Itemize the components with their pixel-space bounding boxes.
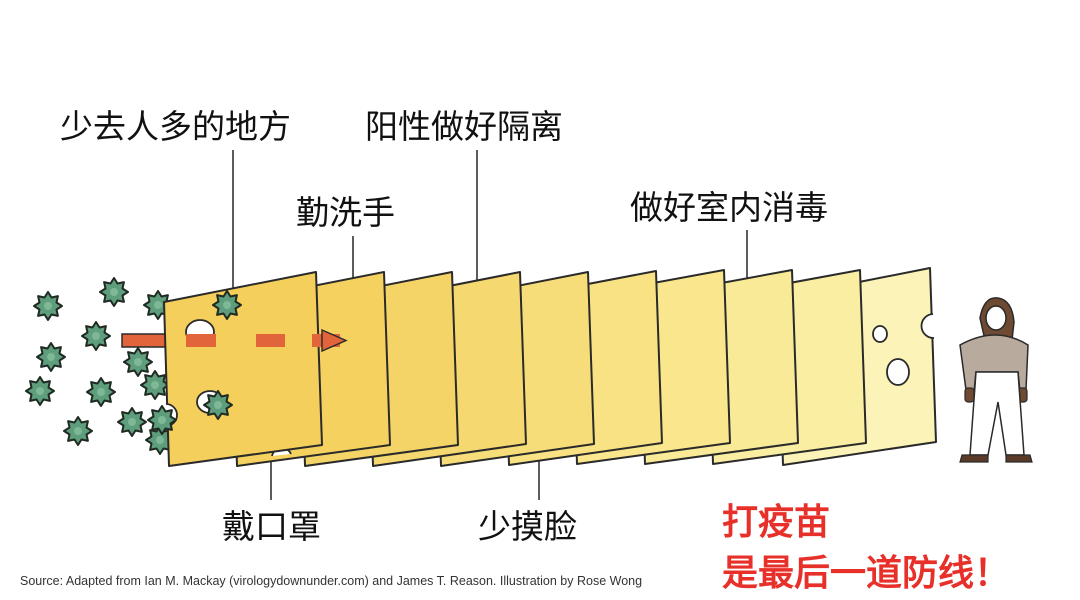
virus-icon [118, 408, 146, 436]
virus-icon [100, 278, 128, 306]
virus-icon [87, 378, 115, 406]
virus-icon [148, 406, 176, 434]
virus-icon [34, 292, 62, 320]
virus-icon [37, 343, 65, 371]
label-touch-face-less: 少摸脸 [478, 510, 577, 543]
person-figure [960, 298, 1032, 462]
emphasis-get-vaccinated: 打疫苗 [722, 505, 830, 541]
label-wash-hands: 勤洗手 [296, 196, 395, 229]
virus-icon [26, 377, 54, 405]
label-isolate-if-positive: 阳性做好隔离 [365, 110, 563, 143]
virus-icon [82, 322, 110, 350]
virus-icon [64, 417, 92, 445]
virus-icon [204, 391, 232, 419]
virus-icon [141, 371, 169, 399]
virus-icon [213, 291, 241, 319]
virus-icon [124, 348, 152, 376]
label-avoid-crowds: 少去人多的地方 [60, 110, 291, 143]
label-disinfect-indoors: 做好室内消毒 [630, 191, 828, 224]
cheese-slice-1 [148, 272, 322, 466]
emphasis-last-line-of-defense: 是最后一道防线！ [722, 556, 1010, 592]
label-wear-mask: 戴口罩 [222, 510, 321, 543]
source-credit: Source: Adapted from Ian M. Mackay (viro… [20, 574, 642, 588]
